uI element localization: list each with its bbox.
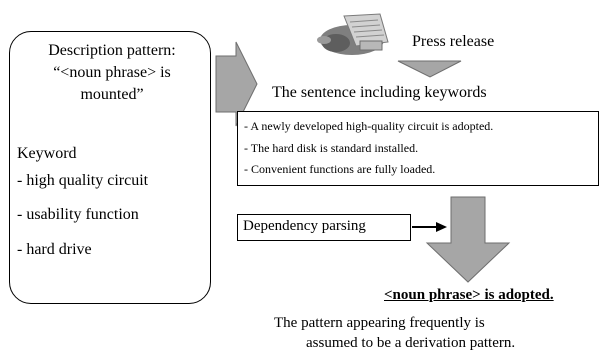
- pattern-line-1: “<noun phrase> is: [53, 64, 171, 81]
- sentence-item: - The hard disk is standard installed.: [244, 141, 419, 155]
- keyword-item: - usability function: [17, 206, 139, 223]
- keyword-heading: Keyword: [17, 145, 77, 162]
- conclusion-line-1: The pattern appearing frequently is: [274, 315, 485, 331]
- down-block-arrow: [425, 196, 511, 283]
- sentence-heading: The sentence including keywords: [272, 84, 487, 101]
- pattern-line-2: mounted”: [80, 86, 144, 103]
- dependency-parsing-label: Dependency parsing: [243, 218, 366, 234]
- pattern-title: Description pattern:: [48, 42, 176, 59]
- derived-pattern: <noun phrase> is adopted.: [384, 287, 554, 303]
- keyword-item: - high quality circuit: [17, 172, 149, 189]
- sentence-box: [237, 111, 599, 186]
- press-release-label: Press release: [412, 33, 495, 50]
- keyword-item: - hard drive: [17, 241, 92, 258]
- fax-machine-icon: [317, 13, 389, 55]
- description-pattern-panel: [9, 31, 211, 304]
- conclusion-line-2: assumed to be a derivation pattern.: [306, 335, 516, 351]
- dependency-parsing-box: [237, 214, 411, 241]
- dependency-arrow-head: [436, 222, 447, 232]
- sentence-item: - Convenient functions are fully loaded.: [244, 162, 436, 176]
- sentence-item: - A newly developed high-quality circuit…: [244, 119, 494, 133]
- press-release-down-triangle: [397, 60, 462, 78]
- right-block-arrow: [215, 41, 258, 127]
